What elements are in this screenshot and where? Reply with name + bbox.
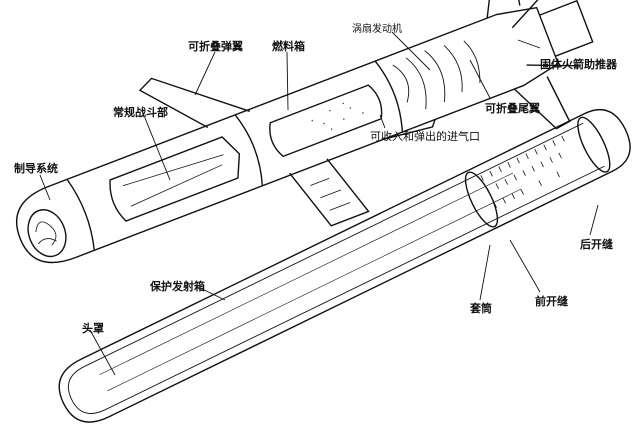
label-guidance-system: 制导系统 xyxy=(14,162,58,175)
label-rear-slot: 后开缝 xyxy=(580,238,613,251)
label-fuel-tank: 燃料箱 xyxy=(272,40,305,53)
label-folding-tail: 可折叠尾翼 xyxy=(485,102,540,115)
label-turbofan-engine: 涡扇发动机 xyxy=(352,24,402,35)
missile-drawing xyxy=(15,0,594,264)
label-solid-rocket-booster: 固体火箭助推器 xyxy=(540,58,617,71)
leader-lines xyxy=(39,31,599,376)
label-sleeve: 套筒 xyxy=(470,302,492,315)
label-front-slot: 前开缝 xyxy=(535,295,568,308)
label-nose-cover: 头罩 xyxy=(82,322,104,335)
launch-canister-drawing xyxy=(58,109,631,423)
label-folding-wing: 可折叠弹翼 xyxy=(188,40,243,53)
label-launch-canister: 保护发射箱 xyxy=(150,280,205,293)
label-retractable-inlet: 可收入和弹出的进气口 xyxy=(370,130,480,143)
label-conventional-warhead: 常规战斗部 xyxy=(113,106,168,119)
